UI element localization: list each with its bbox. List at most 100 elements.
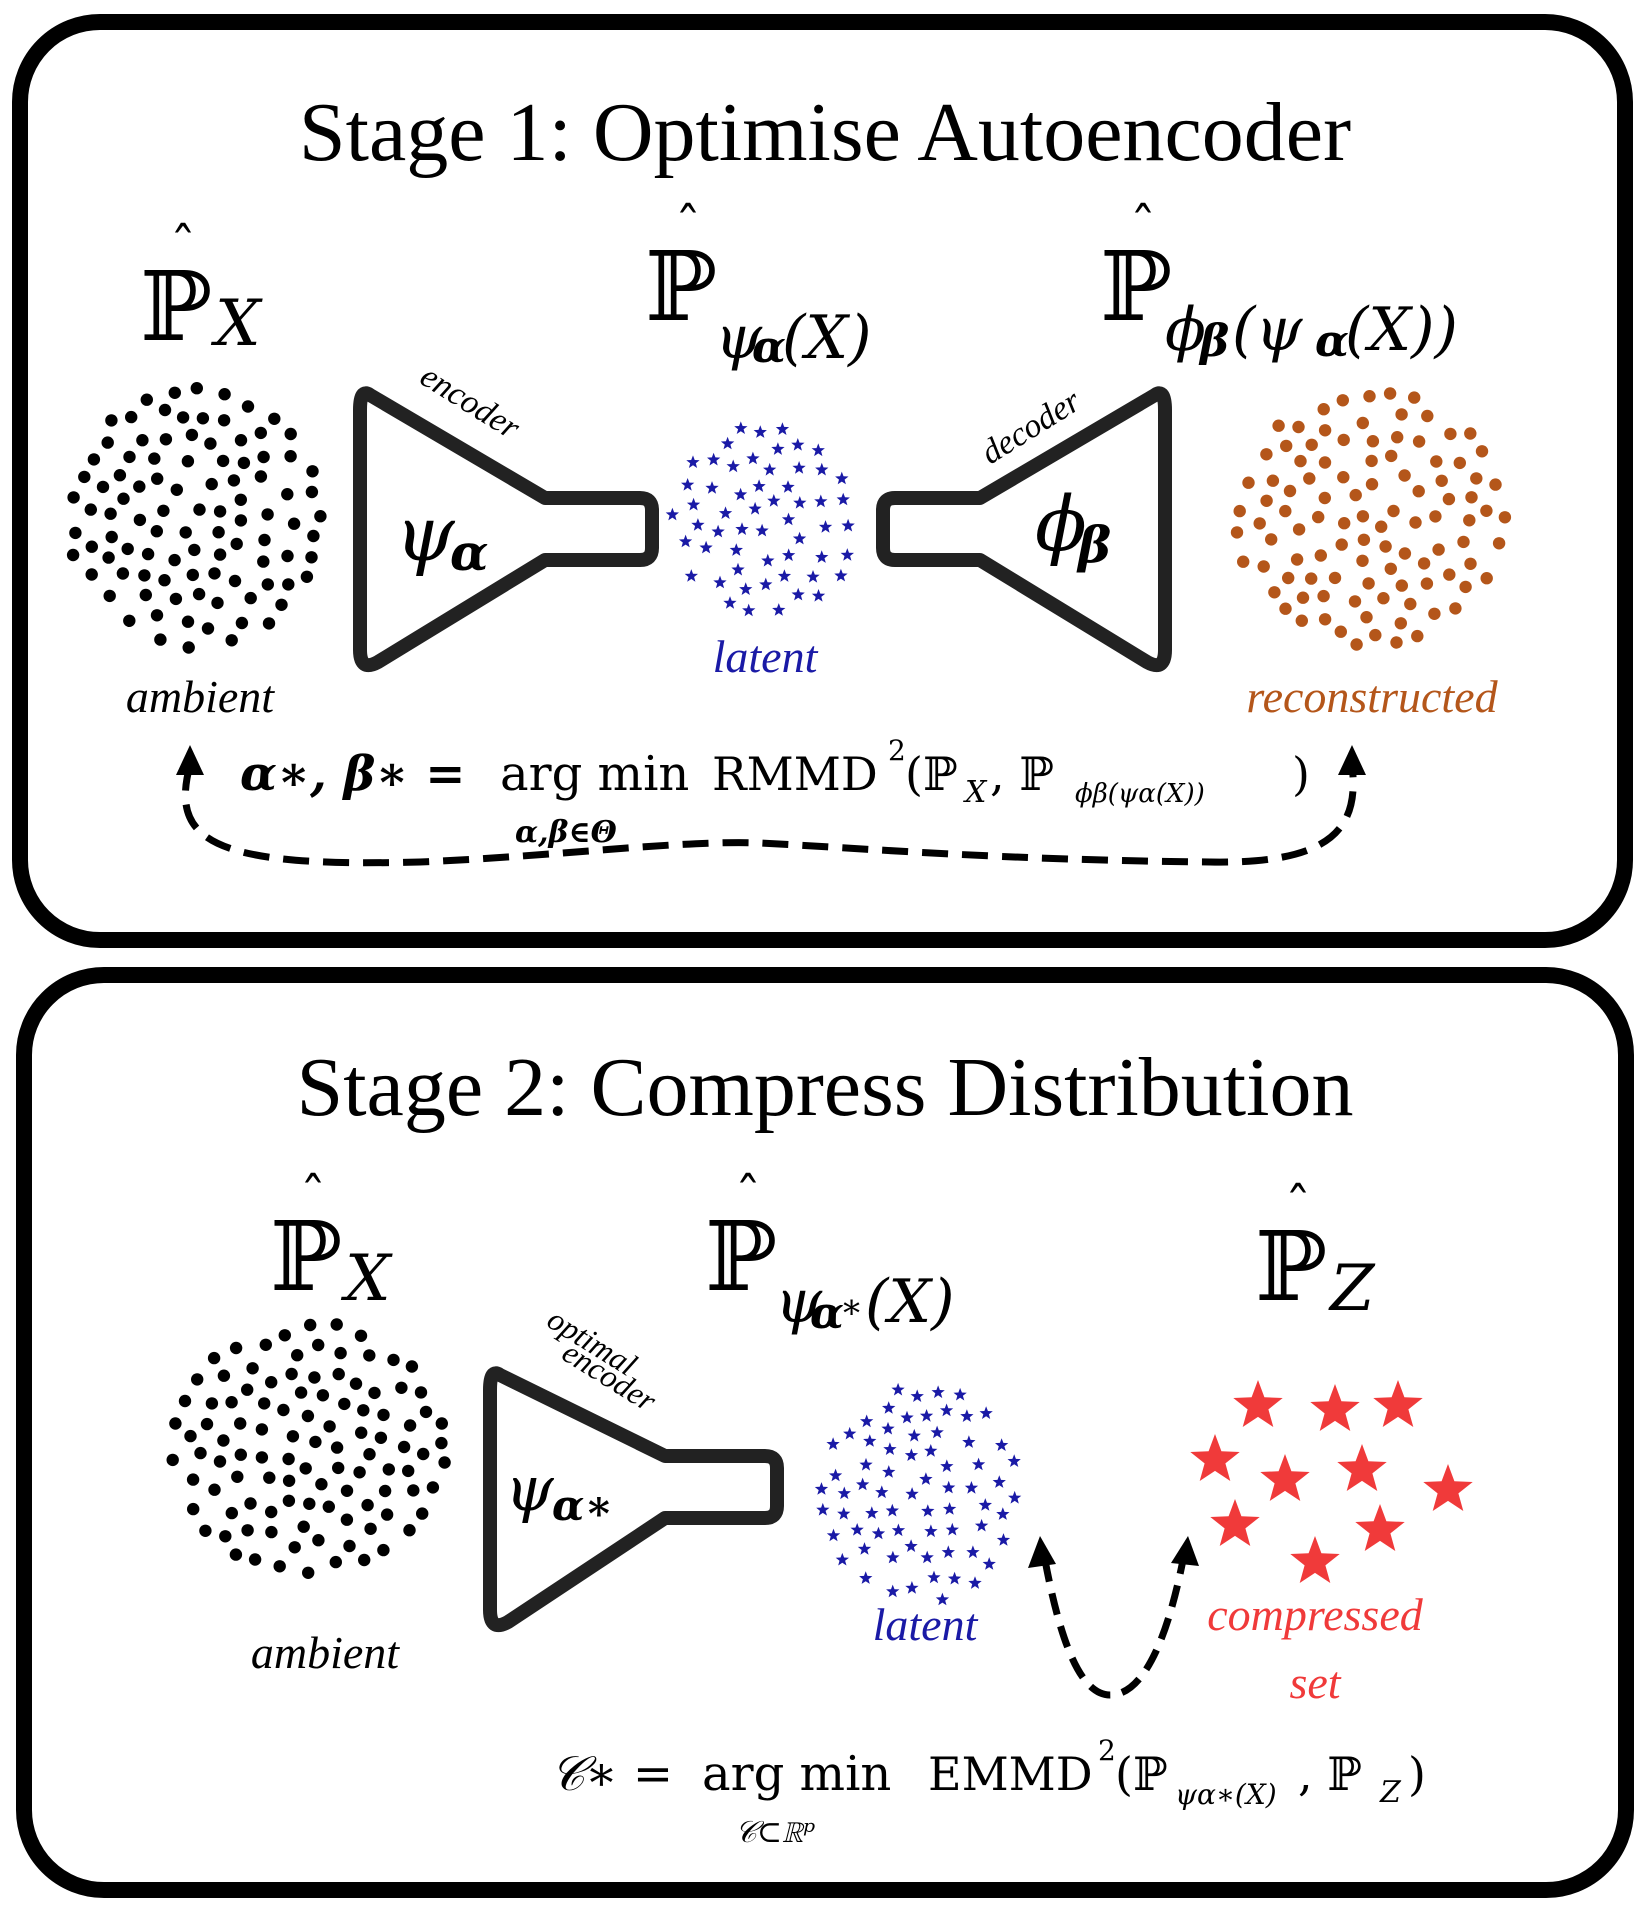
cloud-star [691, 518, 705, 531]
cloud-point [355, 1426, 368, 1439]
cloud-point [1230, 526, 1244, 539]
cloud-star [742, 603, 756, 617]
cloud-star [818, 520, 833, 533]
cloud-point [304, 1318, 317, 1332]
cloud-point [1366, 435, 1380, 448]
cloud-point [1349, 488, 1362, 502]
cloud-star [1310, 1384, 1360, 1431]
svg-text:α,β∈Θ: α,β∈Θ [515, 815, 617, 850]
stage1-reconstructed-label: reconstructed [1246, 671, 1498, 722]
stage2-panel: Stage 2: Compress Distribution ℙ ˆ X ℙ ˆ… [16, 967, 1634, 1898]
svg-text:ℙ: ℙ [1100, 231, 1172, 343]
cloud-star [974, 1518, 989, 1532]
svg-text:Z: Z [1379, 1775, 1402, 1810]
cloud-point [278, 1329, 291, 1342]
cloud-point [234, 1417, 247, 1430]
cloud-point [1283, 484, 1297, 498]
stage1-objective: α∗, β∗ = arg min α,β∈Θ RMMD 2 (ℙ X , ℙ ϕ… [240, 734, 1310, 850]
cloud-point [1429, 510, 1442, 523]
cloud-star [1190, 1434, 1240, 1481]
cloud-point [405, 1360, 419, 1373]
svg-text:(ℙ: (ℙ [905, 747, 958, 801]
cloud-star [1233, 1380, 1283, 1427]
stage1-decoder-shape: decoder ϕ β [876, 382, 1172, 672]
svg-text:, ℙ: , ℙ [1298, 1747, 1362, 1801]
cloud-point [291, 1349, 304, 1362]
cloud-star [886, 1584, 900, 1598]
stage2-dist-compressed: ℙ ˆ Z [1255, 1178, 1376, 1326]
cloud-point [265, 1525, 278, 1539]
cloud-point [1305, 572, 1318, 585]
cloud-star [863, 1434, 877, 1447]
cloud-point [227, 474, 241, 487]
cloud-point [315, 1478, 328, 1491]
cloud-point [1318, 424, 1332, 437]
cloud-point [1457, 535, 1470, 549]
cloud-point [208, 1483, 221, 1496]
cloud-star [684, 569, 698, 582]
cloud-point [84, 503, 98, 516]
cloud-star [919, 1472, 933, 1485]
stage2-compressed-set [1190, 1380, 1473, 1583]
cloud-point [1350, 638, 1363, 651]
cloud-star [705, 481, 719, 494]
cloud-point [1453, 456, 1467, 470]
cloud-point [67, 491, 80, 504]
cloud-point [102, 551, 115, 564]
cloud-point [1318, 613, 1332, 626]
cloud-point [382, 1463, 395, 1476]
cloud-point [182, 641, 195, 654]
cloud-star [1423, 1464, 1473, 1511]
cloud-point [254, 426, 267, 440]
cloud-point [1443, 568, 1456, 581]
cloud-point [361, 1498, 374, 1512]
cloud-point [314, 510, 327, 523]
cloud-star [968, 1576, 982, 1589]
cloud-point [1294, 454, 1307, 468]
svg-text:ℙ: ℙ [645, 231, 717, 343]
cloud-point [188, 543, 201, 557]
cloud-point [1328, 571, 1342, 585]
cloud-point [186, 568, 199, 582]
cloud-star [814, 1482, 829, 1495]
cloud-point [151, 472, 164, 485]
cloud-point [138, 569, 151, 582]
cloud-star [834, 568, 848, 582]
cloud-point [1266, 474, 1280, 487]
cloud-point [259, 1338, 272, 1352]
cloud-star [1337, 1444, 1387, 1491]
cloud-point [204, 437, 217, 450]
cloud-point [113, 469, 127, 482]
cloud-point [1295, 614, 1309, 627]
cloud-point [265, 1376, 278, 1389]
stage1-dist-latent: ℙ ˆ ψ α (X) [645, 198, 872, 373]
cloud-point [158, 574, 171, 587]
cloud-point [334, 1346, 347, 1360]
svg-text:X: X [963, 775, 988, 810]
cloud-point [338, 1397, 351, 1411]
cloud-star [718, 506, 733, 519]
cloud-star [996, 1533, 1011, 1546]
cloud-point [303, 1497, 316, 1511]
cloud-point [258, 533, 271, 547]
cloud-point [1394, 617, 1408, 630]
cloud-point [140, 393, 153, 406]
cloud-point [377, 1408, 390, 1422]
cloud-point [231, 1470, 244, 1484]
cloud-point [1470, 472, 1483, 485]
cloud-star [875, 1485, 889, 1499]
cloud-point [87, 453, 101, 466]
cloud-point [78, 470, 91, 484]
cloud-point [186, 1473, 200, 1486]
cloud-star [752, 479, 766, 492]
stage1-latent-label: latent [713, 631, 819, 682]
cloud-point [148, 452, 161, 465]
cloud-star [1260, 1454, 1310, 1501]
cloud-star [905, 1581, 919, 1594]
svg-text:ˆ: ˆ [735, 1168, 761, 1228]
cloud-point [1290, 553, 1304, 566]
cloud-point [268, 412, 281, 425]
cloud-point [257, 555, 270, 568]
cloud-point [254, 470, 268, 483]
cloud-point [323, 1420, 336, 1433]
